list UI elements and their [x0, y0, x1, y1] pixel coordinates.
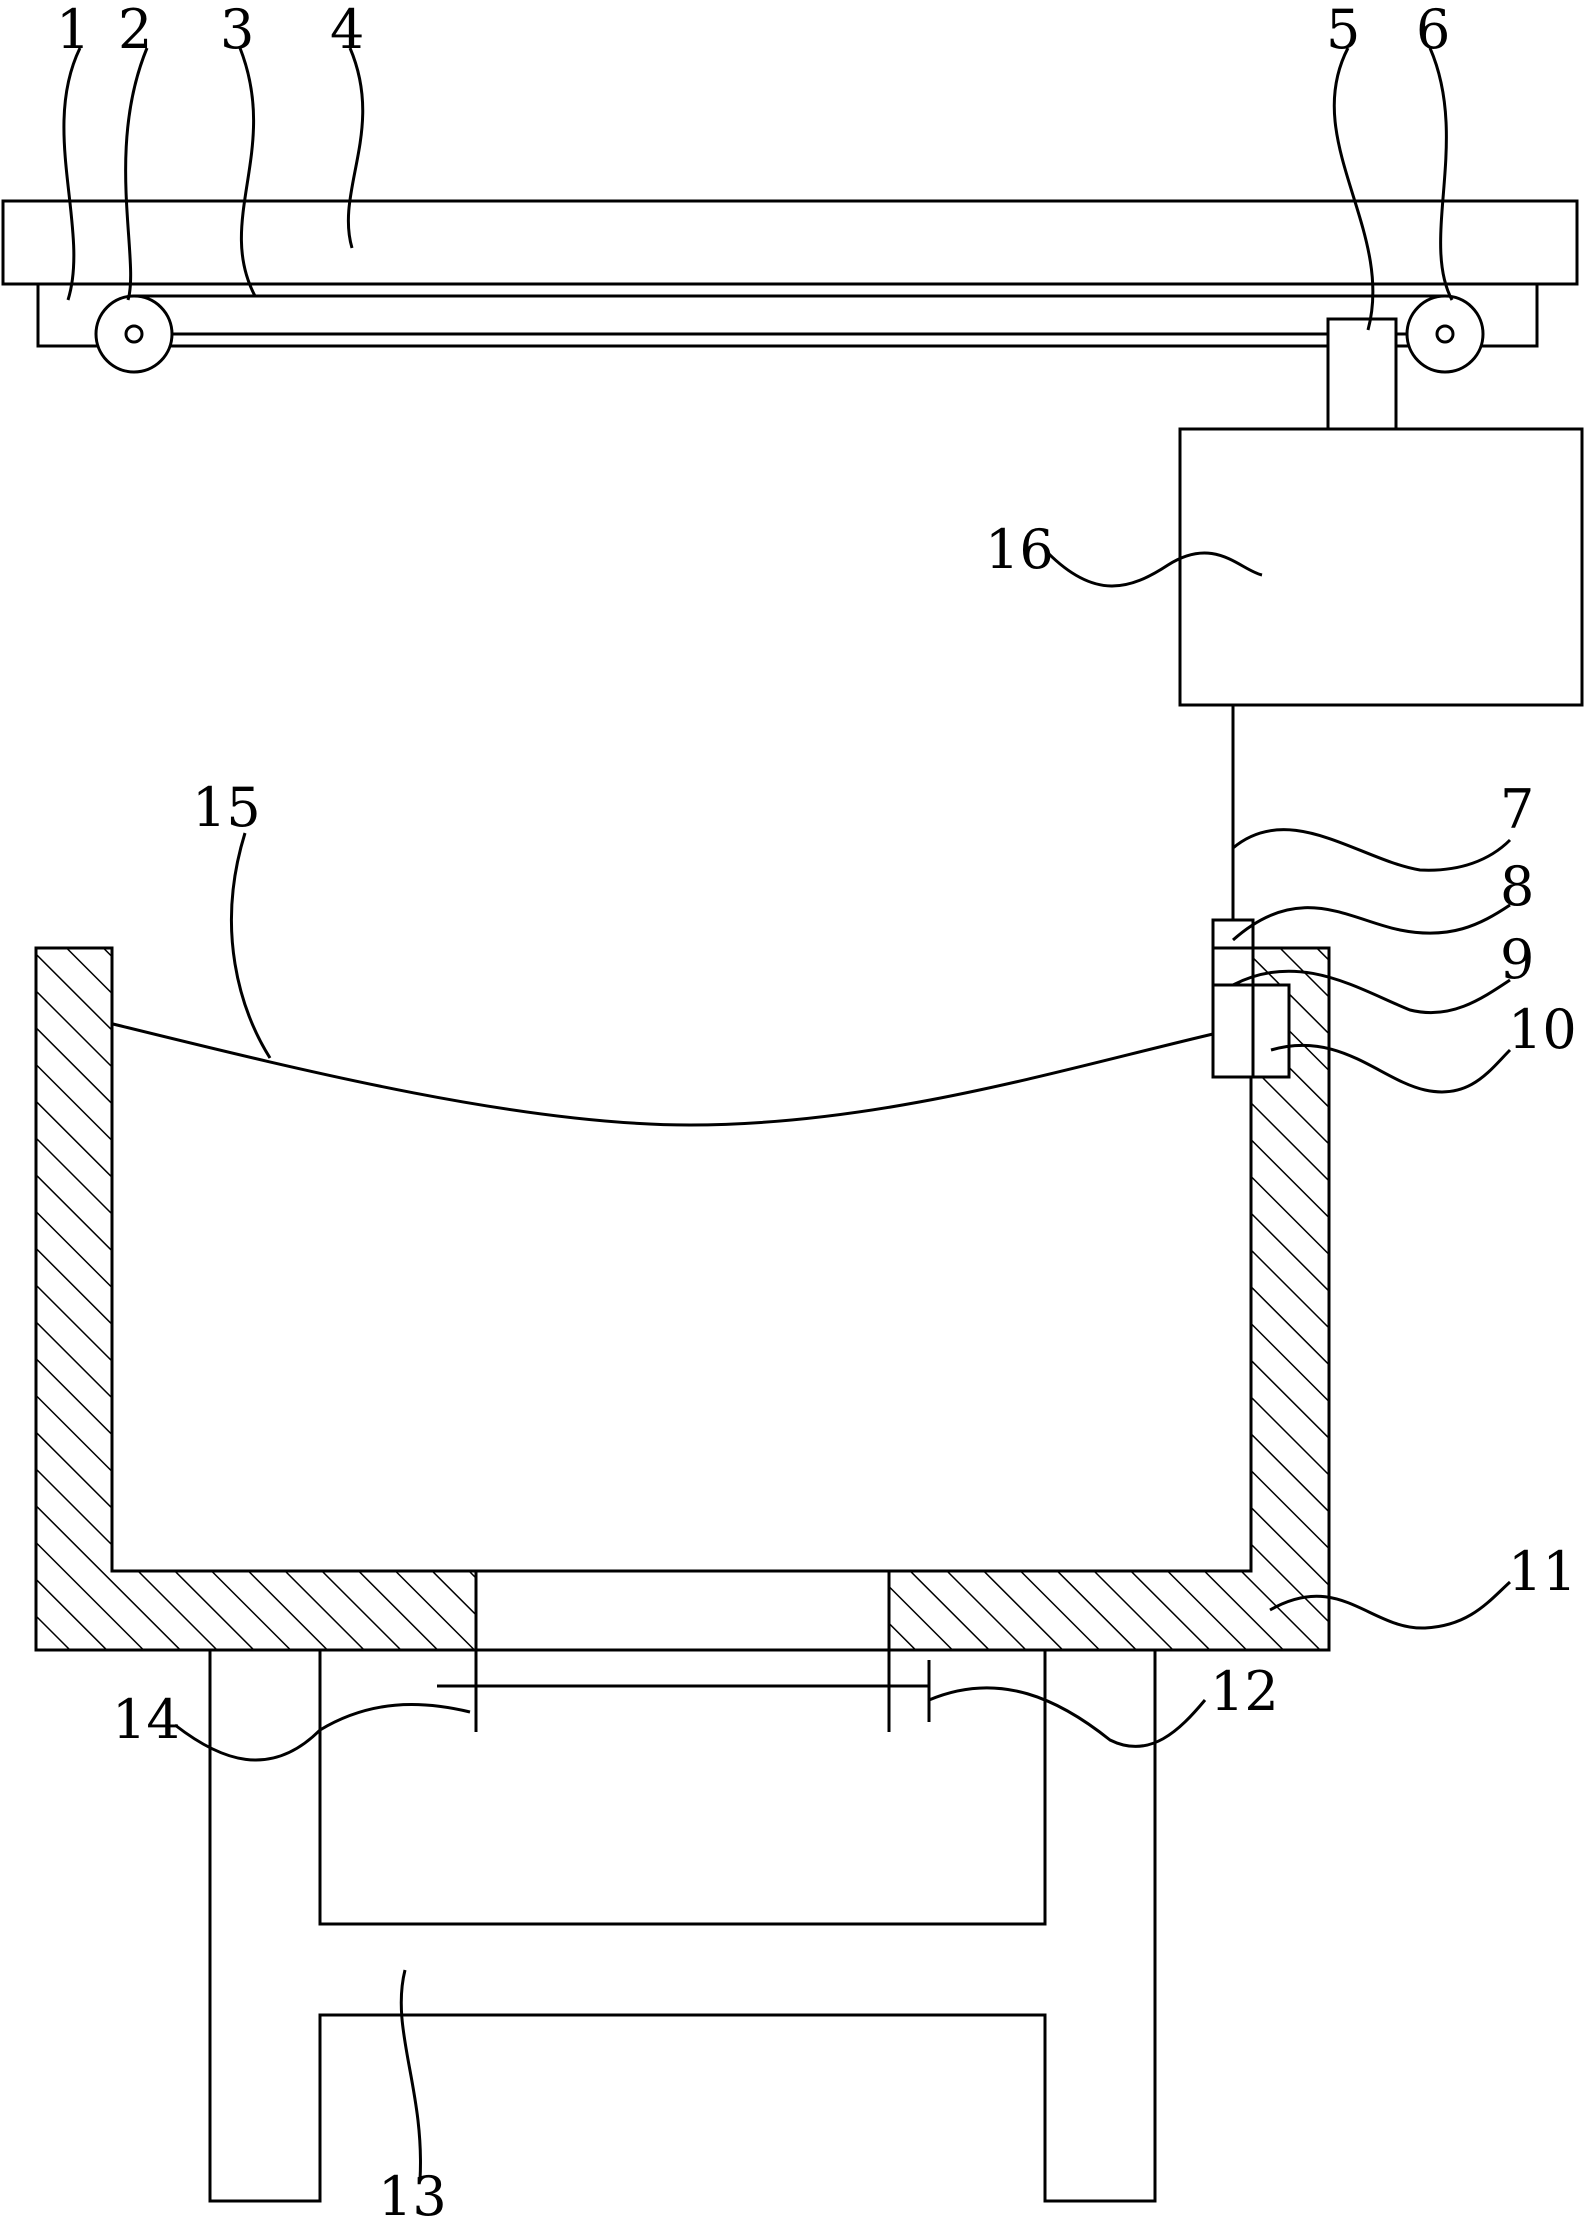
callout-5: 5	[1326, 0, 1360, 61]
fabric-curve	[112, 1022, 1214, 1127]
leader-6	[1428, 47, 1454, 301]
leader-14	[174, 1703, 471, 1762]
pulley-left	[94, 294, 174, 374]
leader-15	[229, 832, 272, 1059]
callout-14: 14	[112, 1688, 181, 1751]
leader-12	[928, 1686, 1207, 1748]
leader-5	[1332, 47, 1375, 331]
leader-1	[62, 47, 82, 301]
callout-13: 13	[378, 2165, 447, 2226]
callout-6: 6	[1416, 0, 1450, 61]
leader-7	[1232, 828, 1512, 872]
callout-8: 8	[1500, 855, 1534, 918]
leader-16	[1046, 551, 1263, 588]
leader-11	[1269, 1580, 1512, 1630]
pulley-left-axle	[124, 324, 144, 344]
pulley-right	[1405, 294, 1485, 374]
frame	[36, 282, 1539, 348]
callout-3: 3	[220, 0, 254, 61]
leader-13	[399, 1969, 422, 2181]
callout-2: 2	[118, 0, 152, 61]
leader-10	[1270, 1043, 1512, 1094]
leader-3	[238, 47, 257, 297]
leader-9	[1232, 969, 1511, 1015]
pulley-right-axle	[1435, 324, 1455, 344]
callout-11: 11	[1508, 1540, 1577, 1603]
callout-1: 1	[56, 0, 90, 61]
tank-bottom-opening	[476, 1570, 889, 1652]
callout-9: 9	[1500, 928, 1534, 991]
leader-8	[1232, 903, 1511, 942]
callout-15: 15	[192, 776, 261, 839]
callout-10: 10	[1508, 998, 1577, 1061]
stand-outline	[208, 1650, 1157, 2203]
clamp-body	[1211, 918, 1255, 1079]
lifting-box	[1178, 427, 1584, 707]
callout-16: 16	[985, 518, 1054, 581]
top-rail	[1, 199, 1579, 286]
callout-12: 12	[1210, 1660, 1279, 1723]
slider-block	[1326, 317, 1398, 431]
stand-inner-frame	[318, 1650, 1047, 1926]
leader-2	[124, 47, 149, 301]
clamp-side-block	[1251, 983, 1291, 1079]
callout-4: 4	[330, 0, 364, 61]
leader-4	[346, 47, 365, 249]
leader-lines	[62, 47, 1512, 2181]
callout-7: 7	[1500, 778, 1534, 841]
